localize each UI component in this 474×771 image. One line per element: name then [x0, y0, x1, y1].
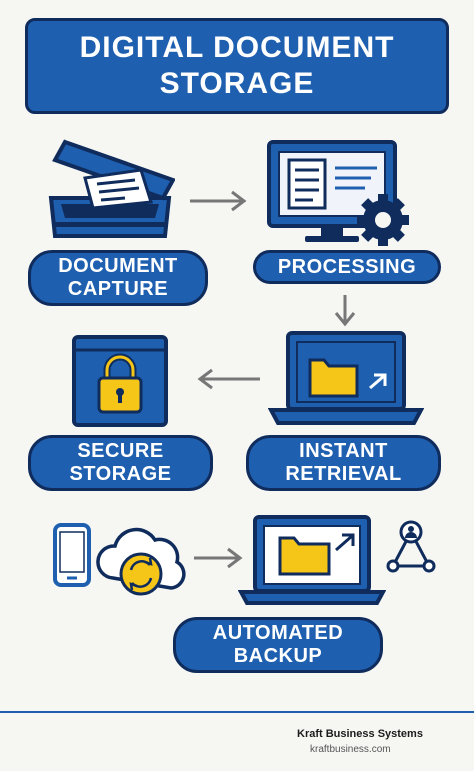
footer-brand: Kraft Business Systems	[297, 728, 423, 740]
network-icon	[386, 520, 436, 573]
step-instant-retrieval-line2: RETRIEVAL	[285, 463, 402, 485]
arrow-right-icon	[190, 190, 247, 212]
arrow-right-icon-2	[194, 547, 243, 569]
step-processing: PROCESSING	[253, 250, 441, 284]
step-secure-storage-line2: STORAGE	[69, 463, 172, 485]
step-document-capture: DOCUMENT CAPTURE	[28, 250, 208, 306]
laptop-backup-icon	[238, 515, 386, 605]
arrow-left-icon	[197, 368, 260, 390]
title-line-1: DIGITAL DOCUMENT	[79, 31, 395, 64]
title-banner: DIGITAL DOCUMENT STORAGE	[25, 18, 449, 114]
step-secure-storage-line1: SECURE	[77, 440, 164, 462]
footer-website: kraftbusiness.com	[310, 744, 391, 755]
step-secure-storage: SECURE STORAGE	[28, 435, 213, 491]
step-instant-retrieval: INSTANT RETRIEVAL	[246, 435, 441, 491]
step-document-capture-line2: CAPTURE	[67, 278, 169, 300]
cloud-sync-icon	[96, 527, 186, 596]
smartphone-icon	[53, 523, 91, 587]
computer-gear-icon	[267, 140, 409, 246]
laptop-folder-icon	[268, 331, 424, 425]
step-processing-line1: PROCESSING	[277, 255, 417, 278]
step-automated-backup-line2: BACKUP	[233, 645, 323, 667]
arrow-down-icon	[334, 295, 356, 327]
title-line-2: STORAGE	[159, 67, 315, 100]
footer-divider	[0, 711, 474, 713]
step-document-capture-line1: DOCUMENT	[58, 255, 178, 277]
lock-icon	[72, 335, 168, 427]
scanner-icon	[48, 139, 175, 238]
step-automated-backup: AUTOMATED BACKUP	[173, 617, 383, 673]
step-automated-backup-line1: AUTOMATED	[212, 622, 344, 644]
step-instant-retrieval-line1: INSTANT	[299, 440, 388, 462]
